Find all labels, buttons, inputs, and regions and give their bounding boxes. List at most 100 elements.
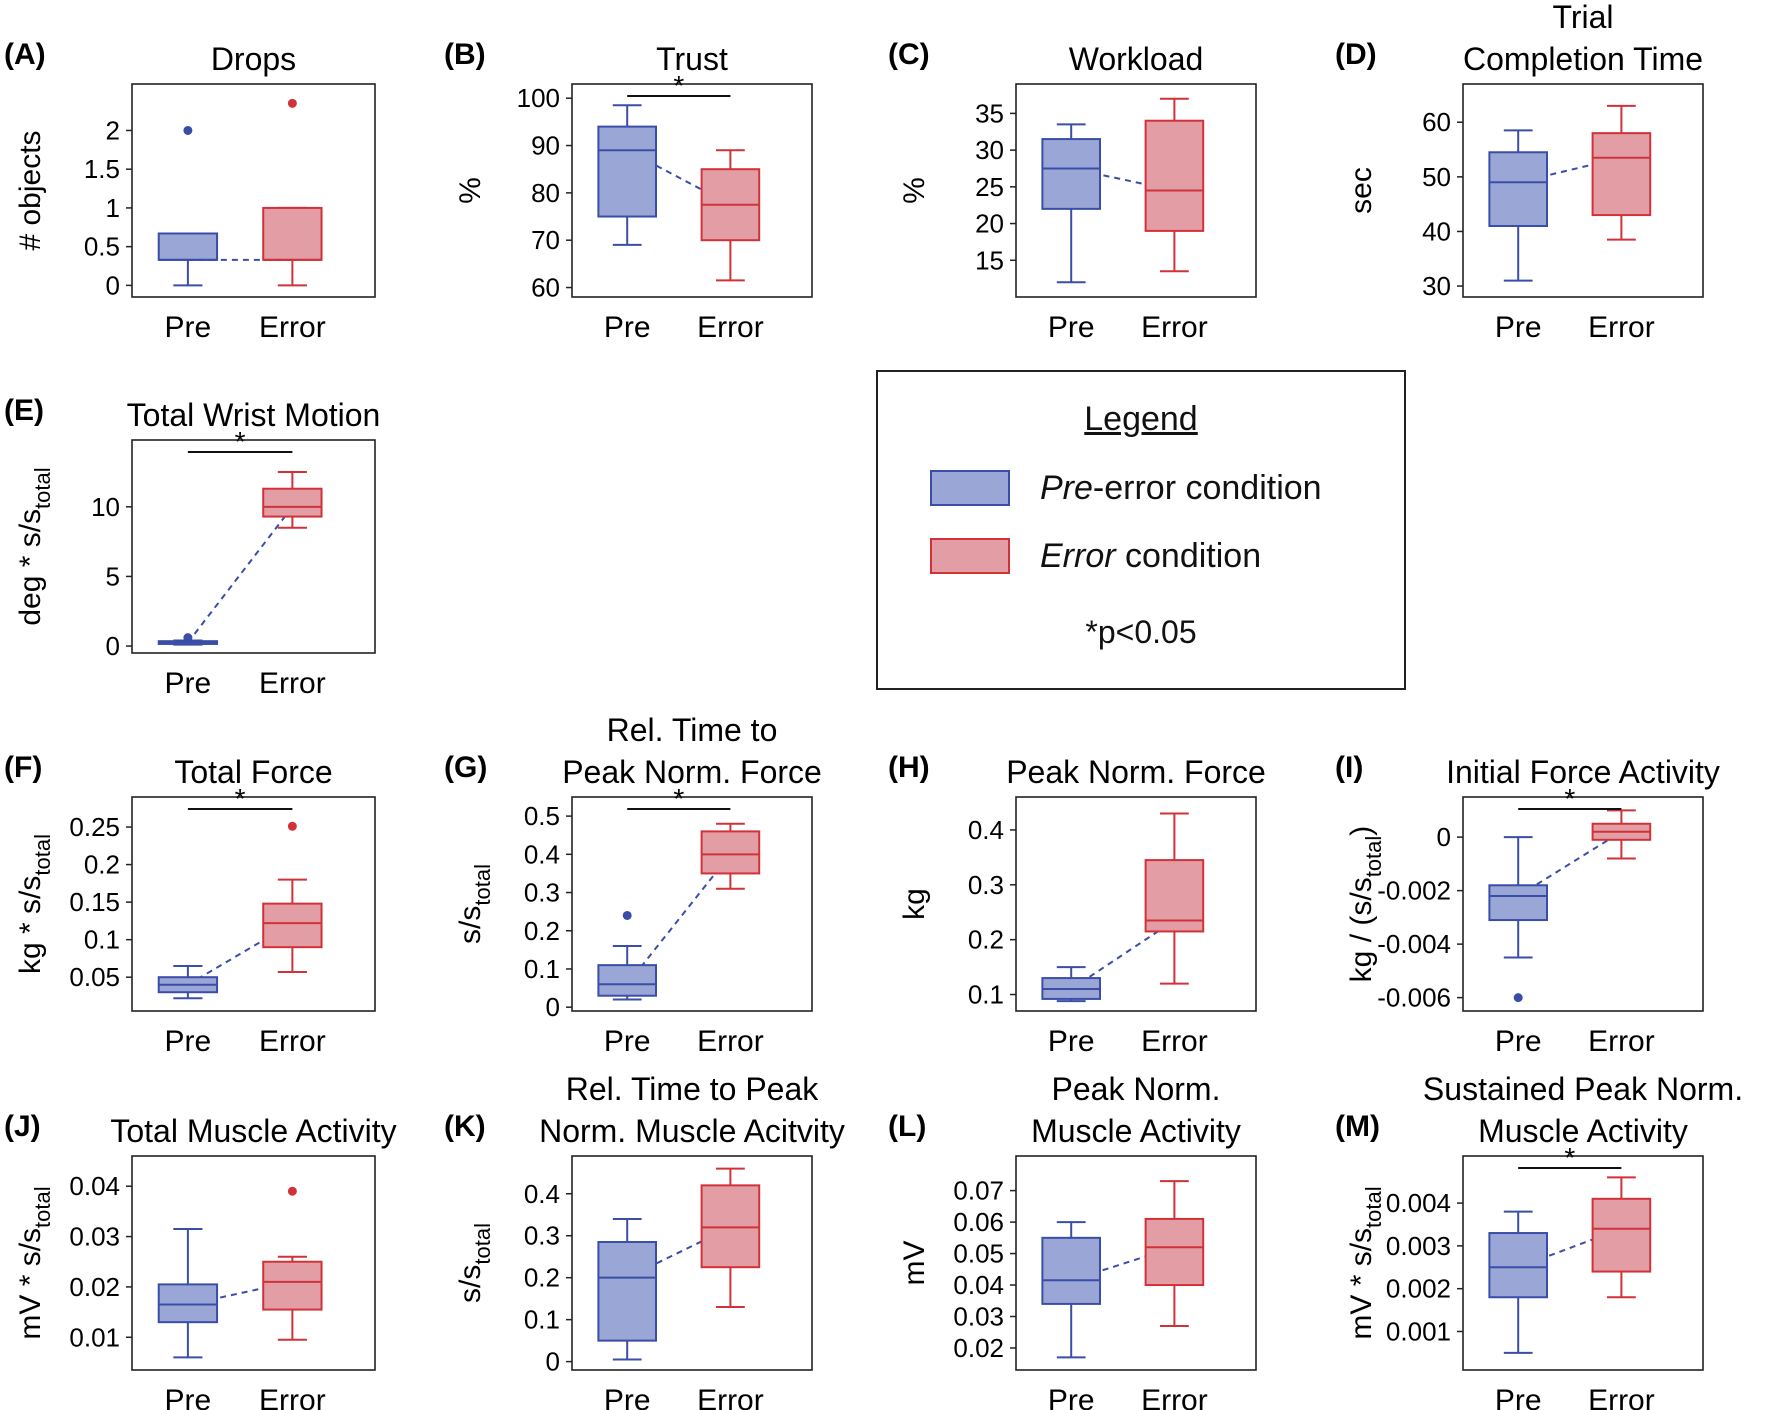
box-iqr <box>1041 138 1102 210</box>
box-pre <box>1041 966 1102 1003</box>
y-axis-label: # objects <box>14 130 47 250</box>
y-axis-label: kg <box>898 888 931 920</box>
x-tick-label: Pre <box>1495 1025 1542 1058</box>
panel-title: Total Muscle Activity <box>110 1113 396 1149</box>
y-tick-label: 0.004 <box>1386 1188 1451 1218</box>
box-pre <box>157 1228 219 1359</box>
y-tick-label: 0.5 <box>524 801 560 831</box>
outlier-point <box>287 1186 297 1196</box>
plot-frame <box>1462 1155 1704 1371</box>
median-connector <box>626 853 732 985</box>
box-error <box>262 821 323 973</box>
x-tick-label: Pre <box>165 311 212 344</box>
y-tick-label: 25 <box>975 172 1004 202</box>
y-tick-label: 0.2 <box>524 916 560 946</box>
legend-swatch-pre <box>930 470 1010 506</box>
plot-frame <box>1462 796 1704 1012</box>
box-iqr <box>157 232 219 261</box>
y-axis-label: kg / (s/stotal) <box>1345 826 1386 983</box>
box-error <box>1144 812 1205 985</box>
significance-star: * <box>673 783 684 814</box>
y-tick-label: 0.1 <box>524 954 560 984</box>
y-tick-label: 0.002 <box>1386 1274 1451 1304</box>
box-iqr <box>1591 1197 1652 1273</box>
y-tick-label: -0.002 <box>1377 876 1451 906</box>
panel-title: Completion Time <box>1463 41 1703 77</box>
panel-title: Trial <box>1552 0 1613 35</box>
y-tick-label: 0.04 <box>953 1270 1004 1300</box>
x-tick-label: Pre <box>604 1025 651 1058</box>
y-tick-label: 0.25 <box>69 812 120 842</box>
y-tick-label: 0 <box>546 1347 560 1377</box>
y-tick-label: 70 <box>531 225 560 255</box>
significance-star: * <box>1564 783 1575 814</box>
y-axis-label: mV * s/stotal <box>1345 1186 1386 1339</box>
panel-title: Sustained Peak Norm. <box>1423 1071 1743 1107</box>
x-tick-label: Pre <box>165 1384 212 1410</box>
outlier-point <box>1513 993 1523 1003</box>
plot-frame <box>571 796 813 1012</box>
panel-label: (F) <box>4 751 42 784</box>
box-iqr <box>1591 132 1652 217</box>
legend: Legend Pre-error condition Error conditi… <box>876 370 1406 690</box>
outlier-point <box>622 910 632 920</box>
panel-title: Muscle Activity <box>1478 1113 1688 1149</box>
outlier-point <box>287 821 297 831</box>
x-tick-label: Error <box>1588 311 1655 344</box>
box-iqr <box>700 1184 761 1269</box>
box-iqr <box>157 1283 219 1324</box>
panel-title: Muscle Activity <box>1031 1113 1241 1149</box>
legend-swatch-error <box>930 538 1010 574</box>
y-tick-label: 0.003 <box>1386 1231 1451 1261</box>
box-pre <box>157 125 219 287</box>
box-iqr <box>597 125 658 218</box>
box-pre <box>597 910 658 1001</box>
box-pre <box>1041 123 1102 284</box>
y-tick-label: 100 <box>517 83 560 113</box>
panel-label: (L) <box>888 1110 926 1143</box>
panel-title: Peak Norm. Force <box>562 754 822 790</box>
median-connector <box>626 149 731 206</box>
y-tick-label: 0.1 <box>84 925 120 955</box>
legend-item-pre: Pre-error condition <box>930 468 1322 508</box>
x-tick-label: Error <box>259 667 326 700</box>
panel-label: (H) <box>888 751 930 784</box>
x-tick-label: Error <box>697 1025 764 1058</box>
box-iqr <box>1041 1236 1102 1305</box>
y-axis-label: % <box>898 177 931 204</box>
x-tick-label: Pre <box>1048 311 1095 344</box>
y-tick-label: 1.5 <box>84 154 120 184</box>
box-pre <box>597 1217 658 1361</box>
y-tick-label: 30 <box>1422 271 1451 301</box>
y-tick-label: 0.1 <box>968 980 1004 1010</box>
box-pre <box>1488 129 1549 282</box>
box-error <box>262 471 323 529</box>
x-tick-label: Error <box>1588 1025 1655 1058</box>
y-tick-label: 50 <box>1422 162 1451 192</box>
panel-title: Peak Norm. Force <box>1006 754 1266 790</box>
x-tick-label: Error <box>259 311 326 344</box>
plot-frame <box>571 1155 813 1371</box>
panel-title: Rel. Time to <box>607 712 778 748</box>
y-tick-label: 0 <box>106 631 120 661</box>
y-tick-label: 0.03 <box>69 1222 120 1252</box>
y-axis-label: s/stotal <box>454 864 495 944</box>
median-connector <box>187 506 294 644</box>
box-pre <box>1041 1221 1102 1359</box>
y-axis-label: sec <box>1345 167 1378 214</box>
median-connector <box>1517 830 1622 897</box>
y-tick-label: 0.03 <box>953 1302 1004 1332</box>
y-tick-label: 15 <box>975 245 1004 275</box>
outlier-point <box>183 633 193 643</box>
y-tick-label: 0.07 <box>953 1176 1004 1206</box>
outlier-point <box>287 98 297 108</box>
y-tick-label: 0.001 <box>1386 1316 1451 1346</box>
x-tick-label: Pre <box>604 1384 651 1410</box>
